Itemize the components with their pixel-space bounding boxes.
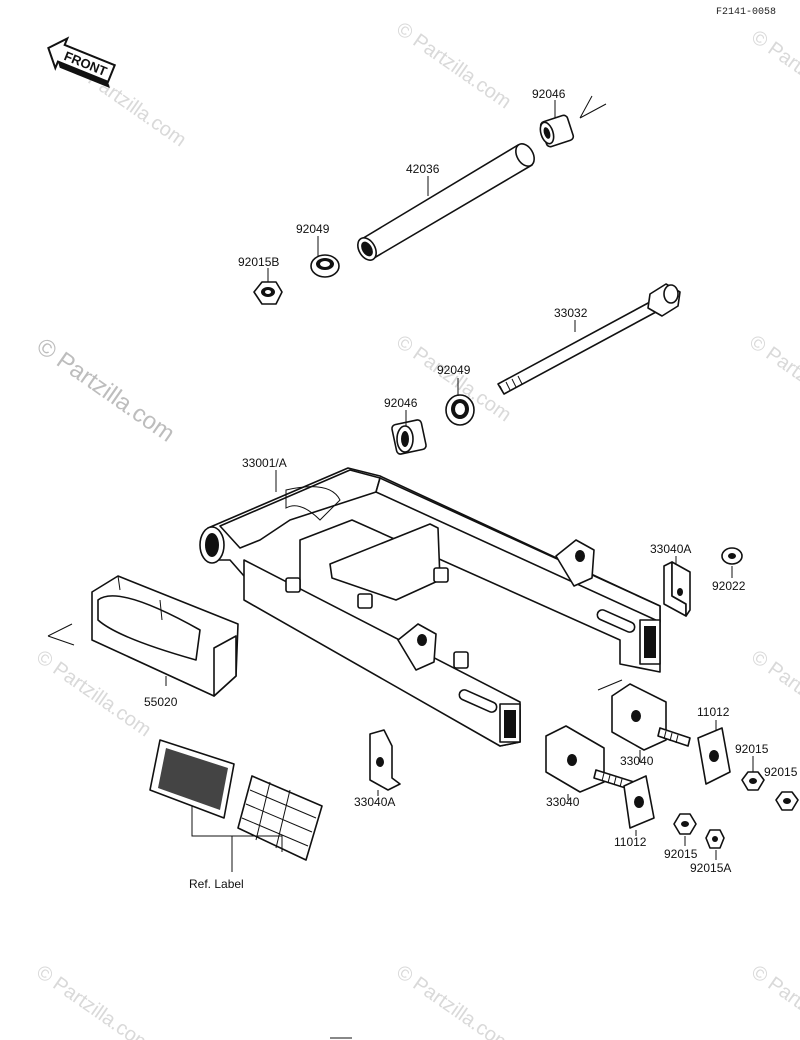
bearing-92046-lower <box>391 419 427 455</box>
swing-arm-33001a <box>199 467 661 747</box>
seal-92049-lower <box>445 394 475 426</box>
watermark: © Partzilla.com <box>32 333 180 448</box>
part-label: 92049 <box>437 363 471 377</box>
watermark: © Partzilla.com <box>32 961 155 1040</box>
plate-33040a-right <box>663 561 691 617</box>
watermark: © Partzilla.com <box>747 26 800 121</box>
part-label: 11012 <box>614 835 647 849</box>
pivot-shaft-33032 <box>497 283 681 395</box>
watermark: © Partzilla.com <box>747 646 800 741</box>
nut-92015-a <box>741 771 765 791</box>
watermark: © Partzilla.com <box>392 961 515 1040</box>
washer-92022 <box>721 547 743 565</box>
plate-11012-left <box>623 775 655 829</box>
part-label: 33040 <box>620 754 654 768</box>
plate-33040a-center <box>369 729 401 791</box>
part-label: 92015 <box>764 765 798 779</box>
plate-11012-right <box>697 727 731 785</box>
part-label: 33040A <box>650 542 691 556</box>
bearing-92046-top <box>539 114 575 148</box>
part-labels: 92046 42036 92049 92015B 33032 92049 920… <box>144 87 798 891</box>
part-label: 33040 <box>546 795 580 809</box>
nut-92015-b <box>775 791 799 811</box>
nut-92015a <box>705 829 725 849</box>
nut-92015-c <box>673 813 697 835</box>
part-label: 33032 <box>554 306 588 320</box>
part-label: 92049 <box>296 222 330 236</box>
part-label: 92015 <box>664 847 698 861</box>
ref-label-text: Ref. Label <box>189 877 244 891</box>
watermark: © Partzilla.com <box>392 18 515 113</box>
part-label: 11012 <box>697 705 730 719</box>
ref-label-right <box>237 775 323 861</box>
adjuster-33040-right <box>611 683 691 751</box>
part-label: 92046 <box>384 396 418 410</box>
part-label: 92015A <box>690 861 731 875</box>
ref-label-leader <box>191 806 283 872</box>
part-label: 92015 <box>735 742 769 756</box>
diagram-code: F2141-0058 <box>716 7 776 18</box>
ref-label-left <box>149 739 235 819</box>
watermark: © Partzilla.com <box>747 961 800 1040</box>
part-label: 55020 <box>144 695 178 709</box>
part-label: 42036 <box>406 162 440 176</box>
leader-lines <box>165 100 754 860</box>
collar-tube-42036 <box>357 143 535 261</box>
nut-92015b <box>253 281 283 305</box>
seal-92049-upper <box>310 254 340 278</box>
part-label: 92015B <box>238 255 279 269</box>
chain-guard-55020 <box>91 575 239 697</box>
part-label: 92046 <box>532 87 566 101</box>
part-label: 33040A <box>354 795 395 809</box>
part-label: 33001/A <box>242 456 287 470</box>
part-label: 92022 <box>712 579 746 593</box>
watermark: © Partzilla.com <box>745 331 800 426</box>
adjuster-33040-left <box>545 725 635 793</box>
